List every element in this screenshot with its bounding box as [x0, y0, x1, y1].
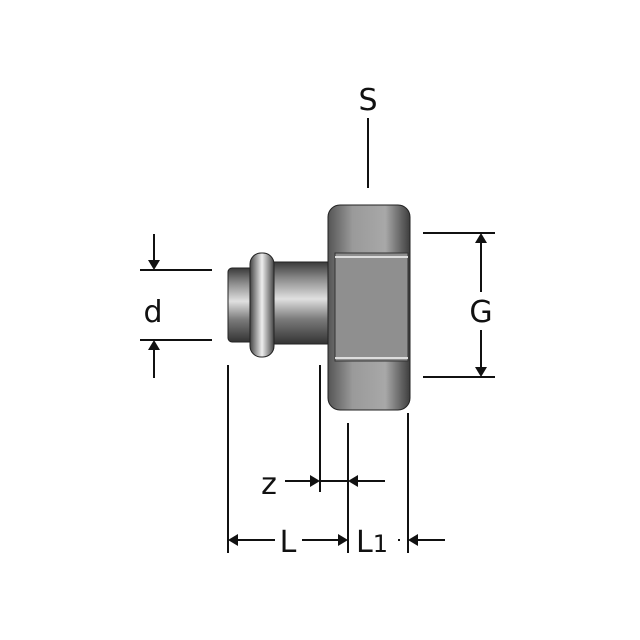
label-l: L: [280, 525, 297, 560]
press-bead: [249, 252, 275, 358]
fitting-body: [227, 204, 411, 411]
label-z: z: [261, 467, 277, 502]
hex-nut-face: [334, 252, 409, 362]
arrowheads: [148, 233, 487, 546]
label-d: d: [143, 295, 162, 330]
dimension-lines: [140, 118, 495, 553]
label-s: S: [358, 83, 377, 118]
pipe-body: [269, 261, 331, 345]
label-g: G: [469, 295, 492, 330]
label-l1: L1: [356, 525, 388, 560]
